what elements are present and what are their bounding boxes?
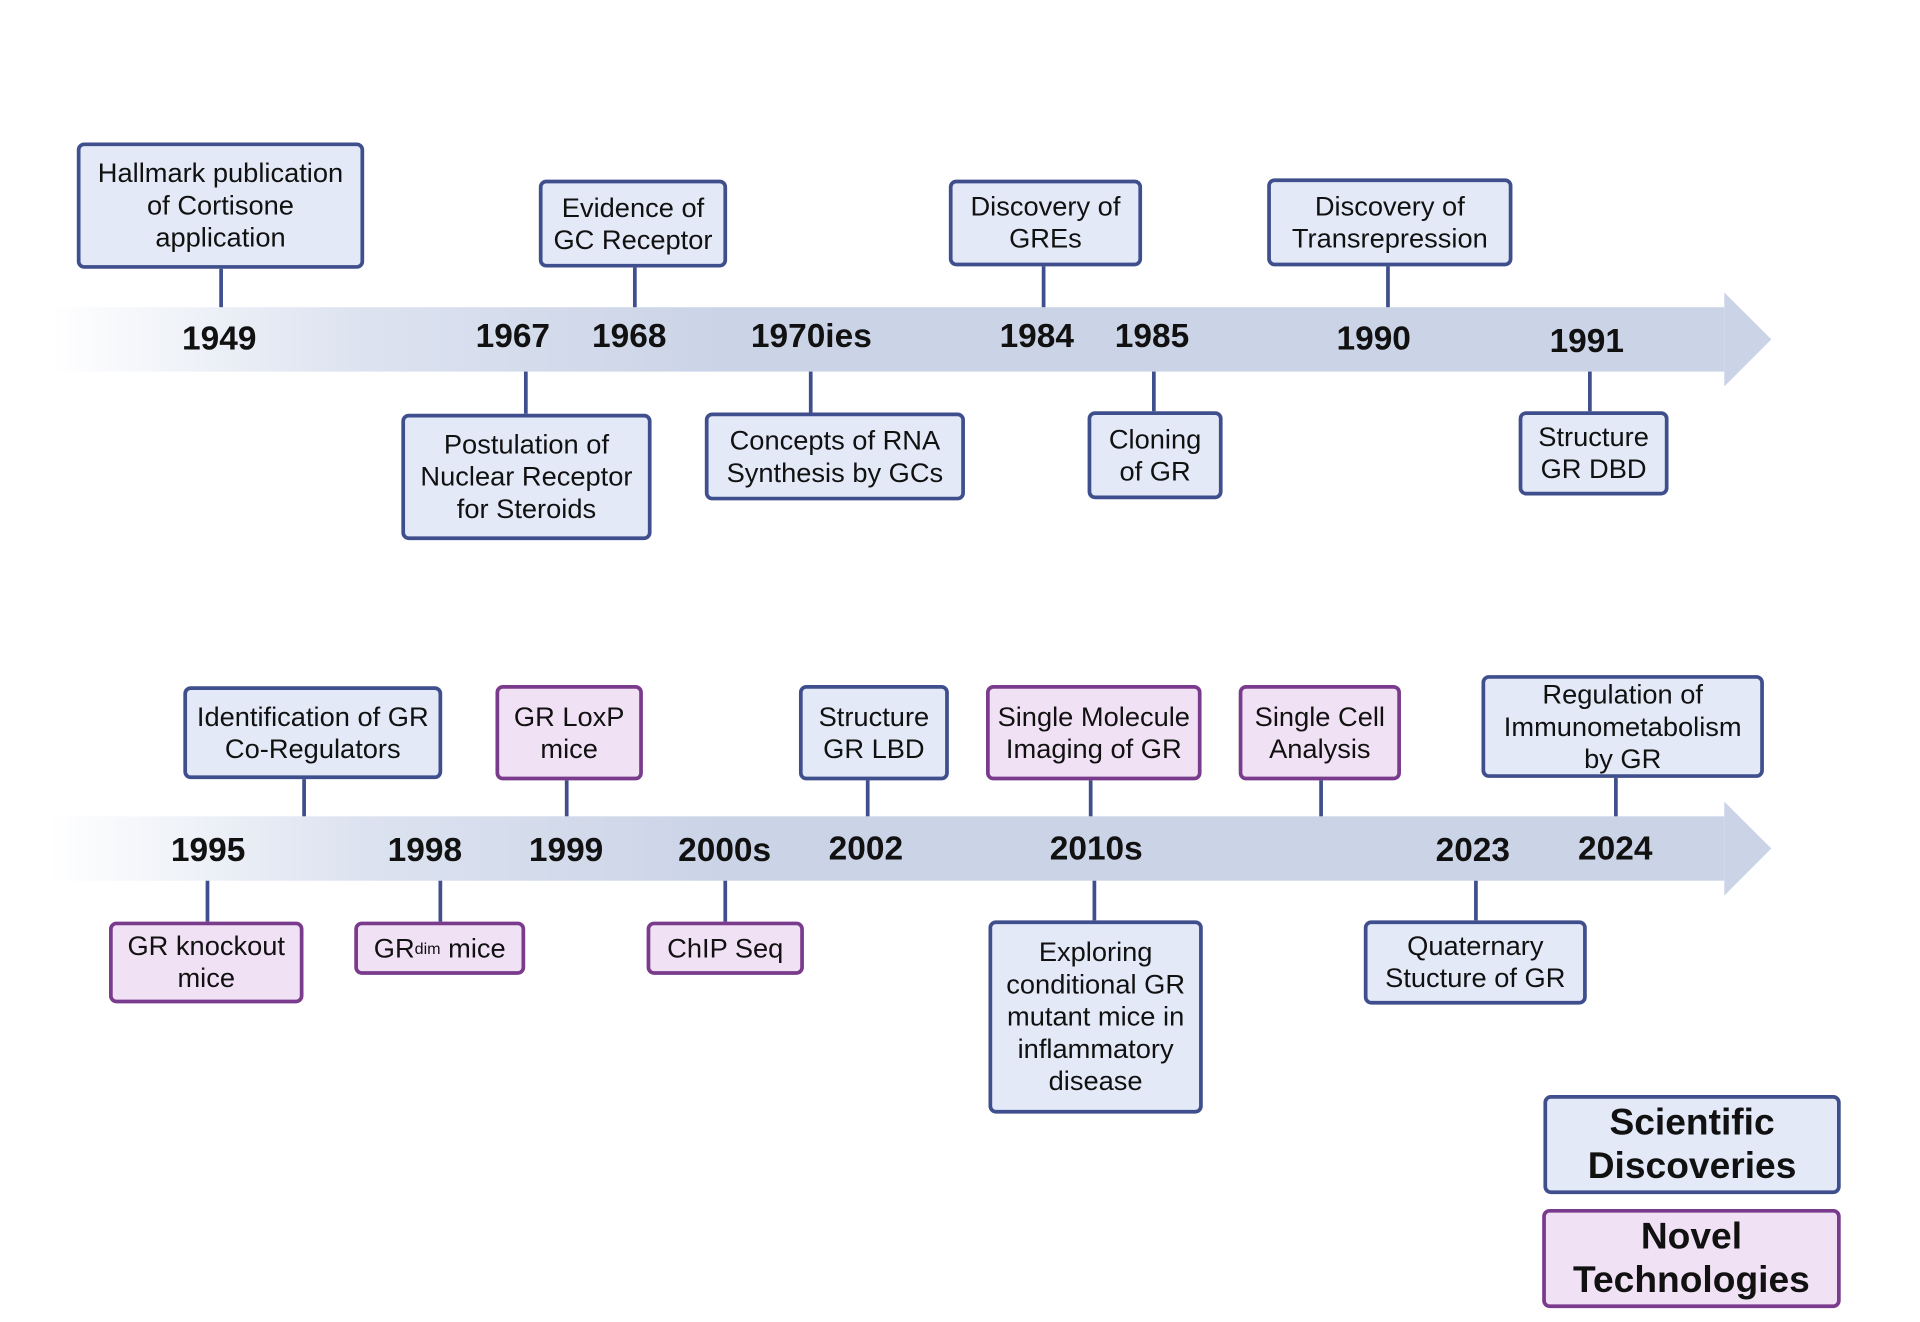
- connector: [1614, 777, 1618, 817]
- year-label: 1967: [475, 317, 551, 355]
- connector: [523, 371, 528, 414]
- year-label: 1998: [387, 831, 463, 869]
- connector: [865, 780, 870, 817]
- connector: [1319, 780, 1323, 817]
- year-label: 1970ies: [750, 317, 872, 355]
- connector: [438, 880, 443, 922]
- event-immunometabolism: Regulation of Immunometabolism by GR: [1481, 675, 1764, 778]
- event-gc-receptor-evidence: Evidence of GC Receptor: [538, 179, 728, 268]
- event-quaternary-structure: Quaternary Stucture of GR: [1363, 920, 1587, 1005]
- connector: [1474, 880, 1478, 921]
- event-chip-seq: ChIP Seq: [646, 921, 804, 975]
- event-rna-synthesis: Concepts of RNA Synthesis by GCs: [704, 412, 965, 501]
- year-label: 1991: [1549, 322, 1624, 360]
- year-label: 1985: [1114, 317, 1190, 355]
- event-transrepression: Discovery of Transrepression: [1267, 178, 1513, 267]
- event-gr-cloning: Cloning of GR: [1087, 411, 1223, 500]
- legend-scientific-discoveries: Scientific Discoveries: [1543, 1095, 1841, 1195]
- event-gr-dbd-structure: Structure GR DBD: [1518, 411, 1669, 496]
- event-gr-lbd-structure: Structure GR LBD: [798, 685, 949, 781]
- grdim-superscript: dim: [414, 938, 441, 957]
- event-single-molecule-imaging: Single Molecule Imaging of GR: [986, 685, 1202, 781]
- event-single-cell-analysis: Single Cell Analysis: [1238, 685, 1401, 781]
- year-label: 1990: [1336, 319, 1411, 357]
- year-label: 2023: [1435, 831, 1511, 869]
- grdim-suffix: mice: [440, 932, 506, 964]
- connector: [723, 880, 728, 922]
- year-label: 1984: [999, 317, 1075, 355]
- timeline-arrow-2: [49, 816, 1725, 881]
- timeline-arrow-1: [49, 307, 1725, 372]
- event-nuclear-receptor-postulation: Postulation of Nuclear Receptor for Ster…: [401, 413, 652, 541]
- event-gr-knockout-mice: GR knockout mice: [109, 921, 304, 1004]
- connector: [564, 780, 569, 817]
- connector: [1588, 371, 1592, 412]
- connector: [1088, 780, 1093, 817]
- legend-novel-technologies: Novel Technologies: [1542, 1208, 1841, 1309]
- event-gr-coregulators: Identification of GR Co-Regulators: [183, 686, 443, 780]
- event-gr-loxp-mice: GR LoxP mice: [495, 685, 643, 781]
- connector: [808, 371, 813, 413]
- connector: [219, 268, 223, 308]
- year-label: 1995: [170, 831, 246, 869]
- arrow-head-icon: [1724, 801, 1772, 896]
- year-label: 2000s: [678, 831, 772, 869]
- connector: [1041, 266, 1046, 308]
- event-gres-discovery: Discovery of GREs: [948, 179, 1143, 267]
- year-label: 2010s: [1049, 829, 1143, 868]
- arrow-head-icon: [1724, 292, 1772, 387]
- connector: [1151, 371, 1156, 412]
- year-label: 1968: [592, 317, 667, 355]
- year-label: 1999: [528, 831, 604, 869]
- connector: [1386, 266, 1390, 308]
- connector: [632, 267, 637, 308]
- year-label: 2024: [1578, 829, 1653, 868]
- connector: [302, 779, 306, 817]
- event-conditional-gr-mutant-mice: Exploring conditional GR mutant mice in …: [988, 920, 1203, 1114]
- year-label: 2002: [828, 829, 904, 868]
- connector: [205, 880, 210, 922]
- event-hallmark-cortisone: Hallmark publication of Cortisone applic…: [76, 142, 365, 269]
- grdim-prefix: GR: [373, 932, 415, 964]
- year-label: 1949: [182, 319, 257, 357]
- connector: [1092, 880, 1097, 921]
